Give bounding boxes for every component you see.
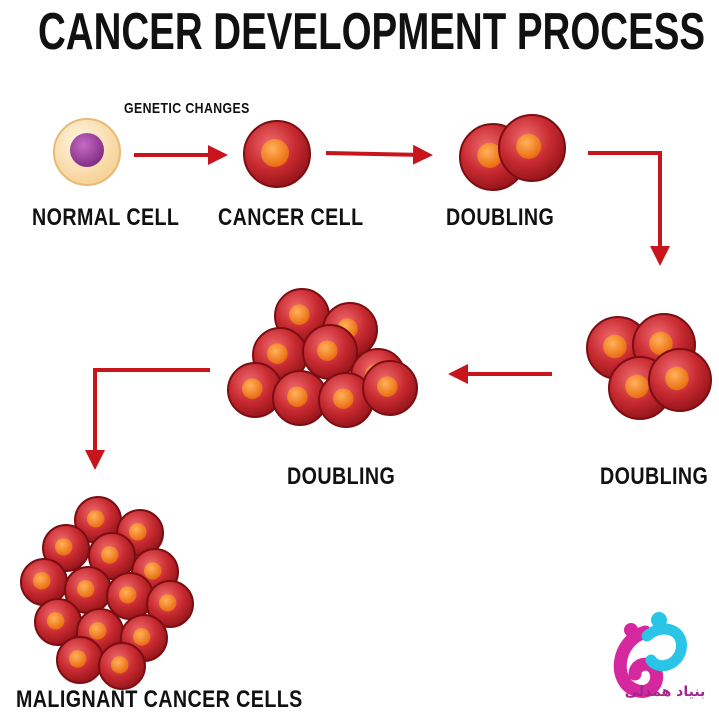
cancer-cell-icon bbox=[146, 580, 194, 628]
doubling-2-cluster-icon bbox=[586, 313, 712, 420]
cancer-cell-icon bbox=[498, 114, 566, 182]
normal-cell-label: NORMAL CELL bbox=[32, 204, 180, 231]
cancer-cell-icon bbox=[88, 532, 136, 580]
cancer-cell-icon bbox=[74, 496, 122, 544]
cancer-cell-label: CANCER CELL bbox=[218, 204, 364, 231]
doubling-3-cluster-icon bbox=[227, 288, 418, 428]
cancer-cell-icon bbox=[648, 348, 712, 412]
arrow-doubling-down bbox=[588, 151, 670, 266]
normal-cell-icon bbox=[53, 118, 121, 186]
arrow-to-malignant bbox=[85, 368, 210, 470]
genetic-changes-label: GENETIC CHANGES bbox=[124, 100, 250, 117]
page-title: CANCER DEVELOPMENT PROCESS bbox=[38, 3, 706, 61]
doubling-2-label: DOUBLING bbox=[600, 463, 709, 490]
cancer-cell-icon bbox=[34, 598, 82, 646]
doubling-1-label: DOUBLING bbox=[446, 204, 555, 231]
cancer-cell-icon bbox=[243, 120, 311, 188]
arrow-cancer-to-doubling bbox=[325, 144, 433, 165]
cancer-cell-icon bbox=[98, 642, 146, 690]
malignant-cells-label: MALIGNANT CANCER CELLS bbox=[16, 686, 303, 713]
doubling-3-label: DOUBLING bbox=[287, 463, 396, 490]
logo-icon bbox=[613, 612, 687, 698]
doubling-1-cluster-icon bbox=[459, 114, 566, 191]
arrows bbox=[85, 144, 670, 470]
cancer-cell-icon bbox=[42, 524, 90, 572]
cancer-cell-icon bbox=[302, 324, 358, 380]
cancer-cell-icon bbox=[56, 636, 104, 684]
cancer-cell-icon bbox=[318, 372, 374, 428]
malignant-cluster-icon bbox=[20, 496, 194, 690]
cancer-cell-icon bbox=[106, 572, 154, 620]
logo-text: بنیاد همدلی bbox=[624, 684, 706, 700]
cancer-cell-icon bbox=[362, 360, 418, 416]
